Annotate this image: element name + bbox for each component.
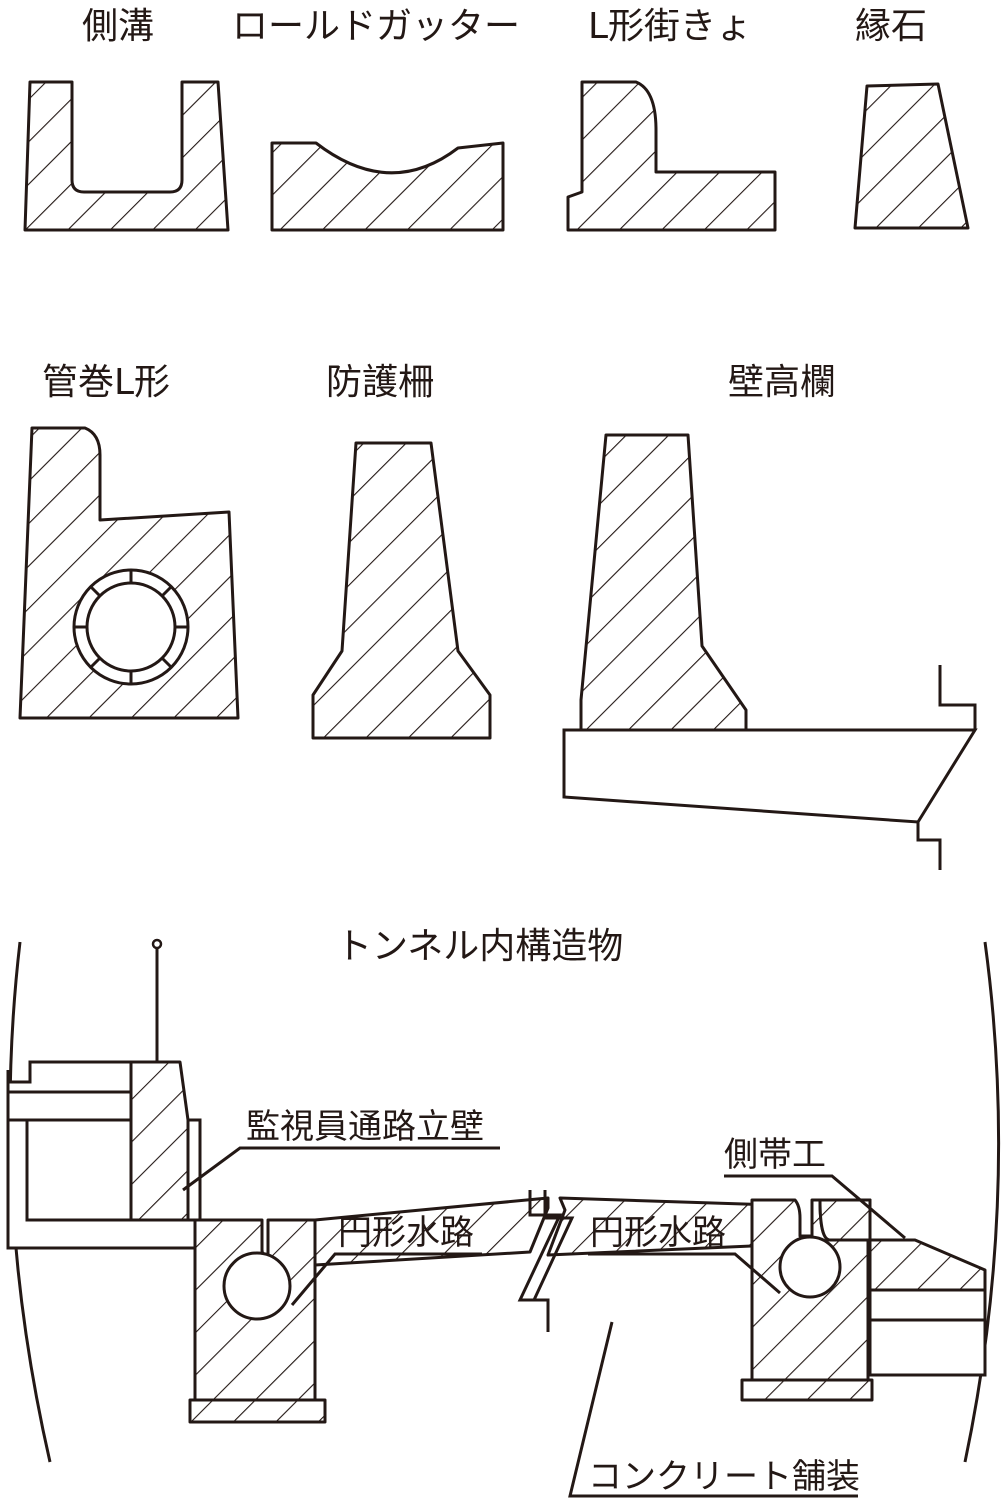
pavement-break-2 [532,1190,575,1301]
round-ditch-left [222,1251,292,1321]
round-ditch-right [778,1235,842,1299]
label-barrier: 防護柵 [326,362,434,403]
roll-gutter-section [270,141,505,232]
right-footing [740,1378,874,1402]
l-curb-section [566,80,777,232]
tunnel-lining-right [963,941,1001,1463]
label-patrol-wall: 監視員通路立壁 [246,1107,484,1147]
label-round-ditch-left: 円形水路 [338,1213,474,1253]
wall-rail-section [579,433,748,732]
label-wall-rail: 壁高欄 [728,362,836,403]
label-round-ditch-right: 円形水路 [590,1213,726,1253]
leader-side-band [724,1174,906,1240]
side-ditch-section [23,80,230,232]
pipe-inner-circle [85,581,177,673]
label-side-ditch: 側溝 [82,6,154,47]
break-line-lower [916,822,942,870]
barrier-section [311,441,492,740]
curb-stone-section [853,82,970,230]
leader-pavement [568,1321,858,1498]
leader-round-ditch-left [290,1252,482,1306]
side-band-box [868,1288,987,1377]
label-side-band: 側帯工 [724,1135,826,1175]
pavement-break [517,1190,563,1332]
break-line-upper [938,665,977,730]
pipe-spacers [74,570,188,684]
leader-round-ditch-right [588,1252,781,1295]
side-band-top [818,1198,872,1242]
label-tunnel: トンネル内構造物 [336,926,623,967]
label-pavement: コンクリート舗装 [588,1457,860,1497]
concrete-pavement-right [546,1196,777,1257]
bridge-deck-slab [562,728,978,824]
concrete-pavement [313,1196,550,1267]
label-pipe-l: 管巻L形 [42,362,170,403]
label-curb-stone: 縁石 [855,6,927,47]
label-roll-gutter: ロールドガッター [232,6,520,47]
leader-patrol-wall [182,1146,500,1192]
left-footing [188,1398,327,1424]
label-l-curb: L形街きょ [588,6,752,47]
patrol-wall [129,1060,190,1222]
